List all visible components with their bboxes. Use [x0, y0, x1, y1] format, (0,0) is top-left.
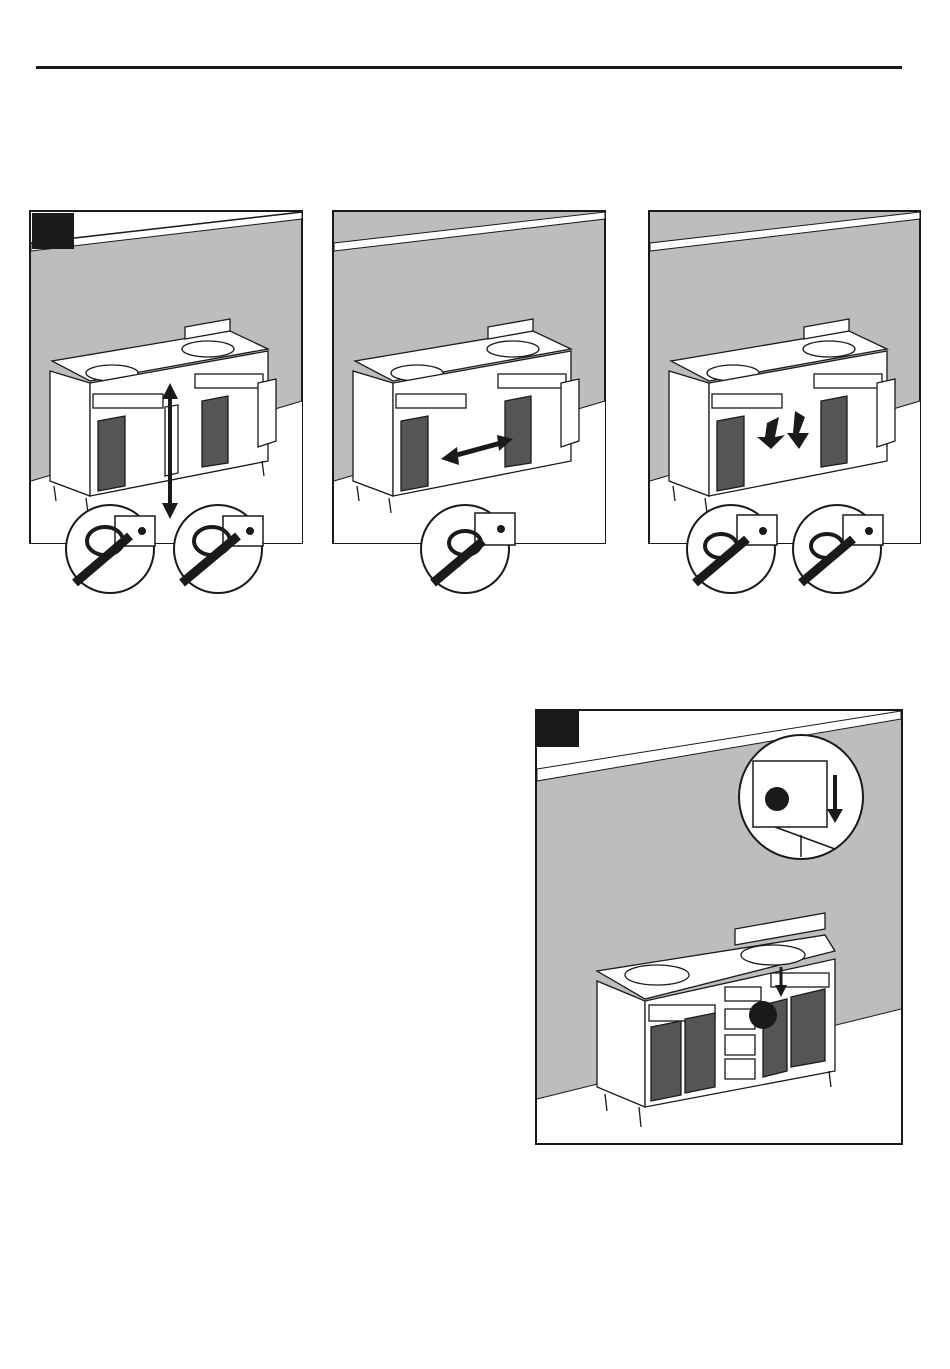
illustration-panel-1 [30, 211, 302, 596]
step-marker [32, 213, 74, 249]
detail-circle-a [687, 505, 777, 593]
detail-circle-b [793, 505, 883, 593]
detail-circle [739, 735, 863, 859]
step-marker [537, 711, 579, 747]
illustration-panel-3 [649, 211, 921, 596]
illustration-panel-4 [535, 709, 903, 1145]
detail-circle [421, 505, 515, 593]
bumper-pad-icon [749, 1001, 777, 1029]
illustration-panel-2 [333, 211, 606, 596]
detail-circle-a [66, 505, 155, 593]
detail-circle-b [174, 505, 263, 593]
header-rule [36, 66, 902, 69]
